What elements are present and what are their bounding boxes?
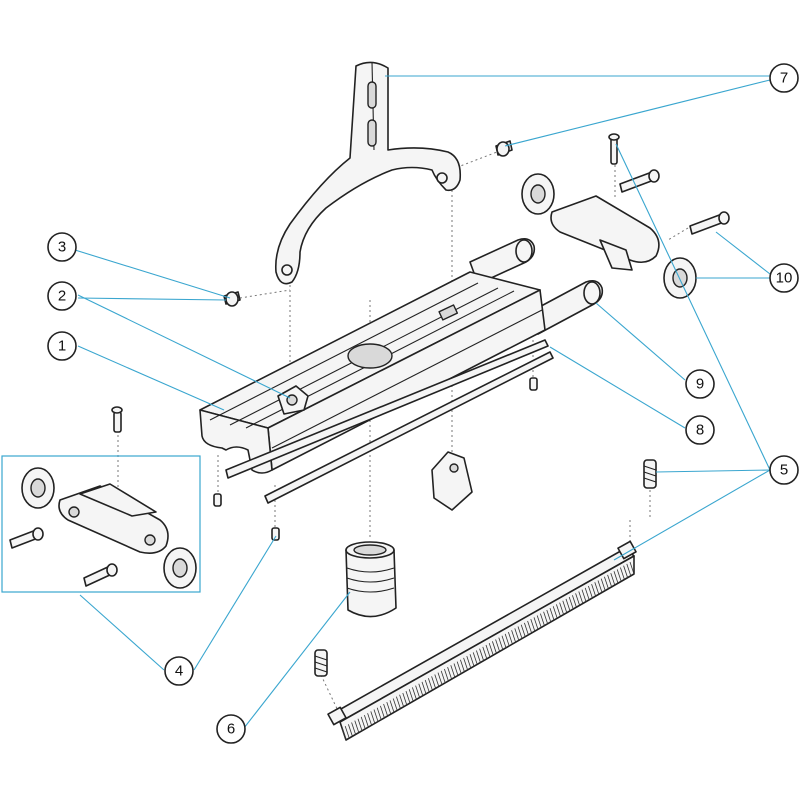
- guide-strip-part-8: [225, 339, 554, 504]
- callout-6: 6: [216, 714, 246, 744]
- svg-text:2: 2: [58, 288, 66, 305]
- callout-3: 3: [47, 232, 77, 262]
- wheel-assembly-part-10: [521, 169, 730, 299]
- handle-bracket-part-7: [274, 61, 462, 285]
- svg-text:6: 6: [227, 721, 235, 738]
- screws: [111, 133, 620, 541]
- callout-7: 7: [769, 63, 799, 93]
- part-4-group-box: [1, 455, 201, 593]
- svg-text:8: 8: [696, 422, 704, 439]
- wheel-assembly-part-4: [9, 467, 197, 589]
- svg-text:3: 3: [58, 239, 66, 256]
- callout-2: 2: [47, 281, 77, 311]
- pin-bolt-part-7: [495, 140, 513, 157]
- svg-text:1: 1: [58, 338, 66, 355]
- svg-text:7: 7: [780, 70, 788, 87]
- callout-9: 9: [685, 369, 715, 399]
- svg-text:4: 4: [175, 663, 183, 680]
- callout-5: 5: [769, 455, 799, 485]
- callout-4: 4: [164, 656, 194, 686]
- callout-1: 1: [47, 331, 77, 361]
- svg-text:9: 9: [696, 376, 704, 393]
- leader-lines: [74, 75, 771, 729]
- svg-text:10: 10: [776, 270, 793, 287]
- pin-bolt-part-3: [223, 291, 241, 307]
- callout-10: 10: [769, 263, 799, 293]
- sleeve-part-6: [345, 541, 397, 618]
- axle-tubes-part-9: [469, 238, 604, 335]
- svg-text:5: 5: [780, 462, 788, 479]
- callouts: 7 3 2 1 9 8 10 5: [47, 63, 799, 744]
- springs-part-5: [314, 459, 657, 677]
- callout-8: 8: [685, 415, 715, 445]
- base-block: [431, 451, 473, 511]
- brush-part-5: [327, 540, 637, 741]
